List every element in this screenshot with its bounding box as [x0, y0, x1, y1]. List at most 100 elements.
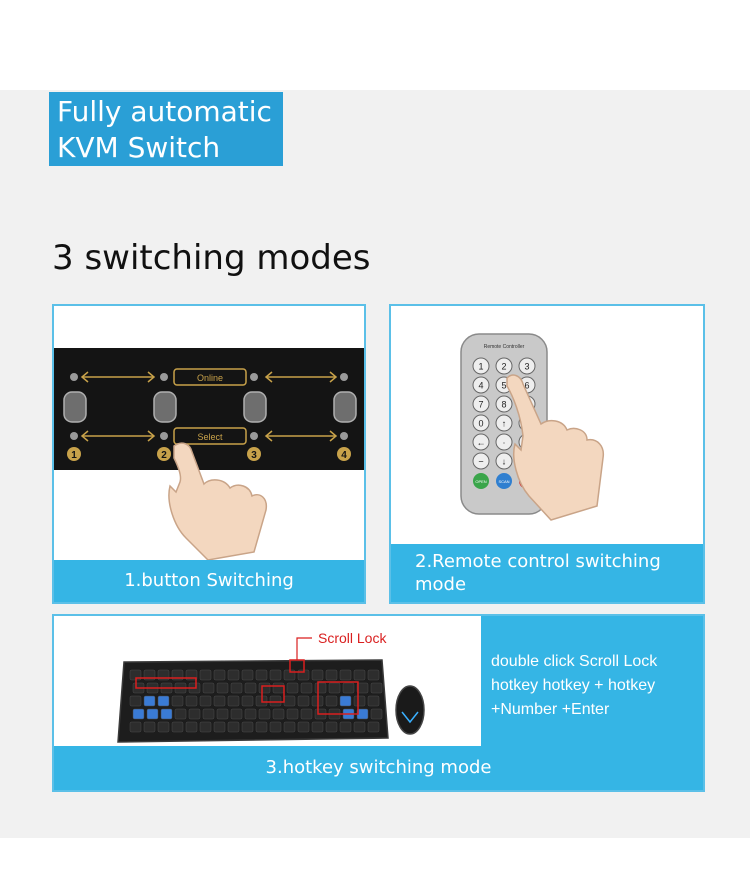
- online-arrow-row: [80, 368, 338, 386]
- remote-key: [495, 414, 513, 432]
- keyboard-key: [157, 695, 170, 707]
- keyboard-key: [367, 695, 380, 707]
- keyboard-key: [272, 682, 285, 694]
- keyboard-key: [258, 682, 271, 694]
- keyboard-key: [227, 695, 240, 707]
- keyboard-key: [297, 695, 310, 707]
- select-arrow-row: [80, 427, 338, 445]
- keyboard-key: [297, 721, 310, 733]
- keyboard-key: [230, 708, 243, 720]
- keyboard-key: [241, 721, 254, 733]
- led-row-bottom: [70, 432, 348, 440]
- hotkey-line-1: double click Scroll Lock: [491, 653, 658, 670]
- keyboard-key: [171, 721, 184, 733]
- keyboard-key: [370, 708, 383, 720]
- keyboard-key: [202, 682, 215, 694]
- hand-pointer-icon: [168, 442, 268, 560]
- scroll-lock-callout: Scroll Lock: [296, 630, 387, 660]
- remote-key-label: 3: [524, 362, 529, 372]
- keyboard-key: [311, 721, 324, 733]
- header-line-1: Fully automatic: [57, 95, 272, 128]
- keyboard-key: [356, 682, 369, 694]
- remote-key: [472, 452, 490, 470]
- keyboard-key: [272, 708, 285, 720]
- port-buttons: [63, 391, 357, 423]
- keyboard-key: [129, 721, 142, 733]
- keyboard-key: [286, 682, 299, 694]
- remote-key-label: −: [478, 457, 483, 467]
- remote-key-label: 5: [501, 381, 506, 391]
- keyboard-key: [339, 721, 352, 733]
- keyboard-mouse-illustration: Scroll Lock: [117, 630, 425, 743]
- remote-label: Remote Controller: [484, 344, 525, 350]
- port-number-2: 2: [161, 450, 167, 461]
- keyboard-icon: [117, 659, 389, 743]
- button-switching-caption: 1.button Switching: [54, 560, 364, 602]
- remote-key: [495, 357, 513, 375]
- hand-pointer-icon: [506, 374, 605, 521]
- keyboard-key: [286, 708, 299, 720]
- remote-key: [495, 452, 513, 470]
- keyboard-key: [353, 721, 366, 733]
- select-label: Select: [197, 432, 223, 442]
- keyboard-key: [300, 708, 313, 720]
- keyboard-key: [199, 669, 212, 681]
- port-number-4: 4: [341, 450, 347, 461]
- keyboard-key: [258, 708, 271, 720]
- remote-key: [472, 433, 490, 451]
- keyboard-key: [325, 721, 338, 733]
- keyboard-key: [129, 695, 142, 707]
- keyboard-key: [199, 695, 212, 707]
- keyboard-key: [185, 695, 198, 707]
- remote-key-label: 1: [478, 362, 483, 372]
- keyboard-key: [244, 708, 257, 720]
- keyboard-key: [314, 682, 327, 694]
- port-number-badges: 1 2 3 4: [67, 447, 351, 461]
- keyboard-key: [241, 669, 254, 681]
- keyboard-key: [255, 721, 268, 733]
- kvm-front-panel: [54, 348, 364, 470]
- keyboard-key: [241, 695, 254, 707]
- panel-button-switching: Online Select 1 2 3 4 1.button Switch: [52, 304, 366, 604]
- remote-control-illustration: Remote Controller 1234567890↑+←·→−↓· OPE…: [460, 333, 605, 521]
- keyboard-key: [188, 708, 201, 720]
- keyboard-key: [370, 682, 383, 694]
- remote-key-label: ↑: [502, 419, 507, 429]
- panel-hotkey-switching: Scroll Lock double click Scroll Lock hot…: [52, 614, 705, 792]
- keyboard-key: [339, 695, 352, 707]
- keyboard-key: [213, 669, 226, 681]
- remote-open-key: OPEN: [475, 479, 486, 484]
- port-number-1: 1: [71, 450, 77, 461]
- remote-key-label: 8: [501, 400, 506, 410]
- hotkey-switching-caption: 3.hotkey switching mode: [54, 746, 703, 790]
- keyboard-key: [325, 669, 338, 681]
- remote-key-label: ↓: [502, 457, 507, 467]
- remote-switching-caption: 2.Remote control switching mode: [391, 544, 703, 602]
- keyboard-key: [202, 708, 215, 720]
- remote-key-label: 6: [524, 381, 529, 391]
- hotkey-instructions: double click Scroll Lock hotkey hotkey +…: [481, 616, 703, 748]
- remote-key-label: 7: [478, 400, 483, 410]
- keyboard-key: [342, 682, 355, 694]
- keyboard-key: [174, 708, 187, 720]
- keyboard-key: [283, 721, 296, 733]
- keyboard-key: [227, 669, 240, 681]
- keyboard-key: [132, 708, 145, 720]
- remote-key: [495, 433, 513, 451]
- keyboard-keys: [129, 669, 383, 733]
- keyboard-key: [255, 669, 268, 681]
- remote-caption-line-2: mode: [415, 574, 467, 595]
- remote-key: [518, 357, 536, 375]
- keyboard-key: [269, 695, 282, 707]
- keyboard-key: [199, 721, 212, 733]
- keyboard-key: [227, 721, 240, 733]
- scroll-lock-label: Scroll Lock: [318, 630, 387, 646]
- keyboard-key: [143, 695, 156, 707]
- keyboard-key: [216, 682, 229, 694]
- port-number-3: 3: [251, 450, 257, 461]
- keyboard-key: [300, 682, 313, 694]
- keyboard-key: [367, 721, 380, 733]
- remote-key-label: ←: [477, 438, 486, 448]
- remote-key: [495, 395, 513, 413]
- keyboard-key: [311, 669, 324, 681]
